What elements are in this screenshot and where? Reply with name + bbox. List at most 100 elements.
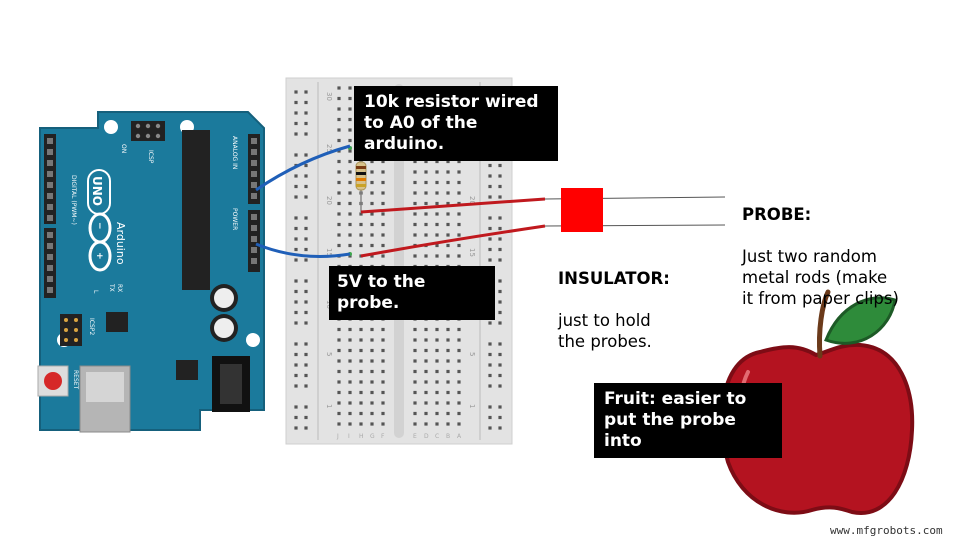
rail-hole: [294, 226, 298, 231]
breadboard-hole: [370, 212, 374, 216]
breadboard-hole: [348, 338, 352, 342]
digital-pin: [47, 265, 53, 271]
rail-hole: [488, 342, 492, 346]
breadboard-hole: [413, 180, 417, 185]
rail-hole: [498, 415, 502, 420]
rail-hole: [304, 415, 308, 420]
rail-hole: [304, 226, 308, 231]
breadboard-hole: [348, 107, 352, 111]
breadboard-hole: [348, 159, 352, 164]
breadboard-hole: [370, 411, 374, 416]
rail-hole: [498, 174, 502, 178]
breadboard-hole: [446, 327, 450, 332]
breadboard-hole: [337, 327, 341, 332]
reset-button[interactable]: [37, 365, 69, 397]
breadboard-hole: [359, 348, 363, 353]
digital-pin: [47, 232, 53, 238]
breadboard-hole: [359, 327, 363, 332]
rail-hole: [498, 363, 502, 367]
breadboard-hole: [348, 138, 352, 143]
breadboard-hole: [424, 348, 428, 353]
column-letter: A: [457, 433, 462, 440]
rail-hole: [488, 415, 492, 420]
digital-pin: [47, 204, 53, 210]
breadboard-hole: [337, 348, 341, 353]
digital-pin: [47, 160, 53, 166]
insulator-annotation: INSULATOR: just to hold the probes.: [558, 247, 718, 352]
rail-hole: [498, 258, 502, 262]
breadboard-hole: [424, 170, 428, 174]
breadboard-hole: [457, 401, 461, 405]
usb-chip: [106, 312, 128, 332]
rail-hole: [488, 226, 492, 231]
breadboard-hole: [413, 359, 417, 363]
rail-hole: [304, 426, 308, 430]
rail-hole: [304, 216, 308, 220]
breadboard-hole: [446, 369, 450, 374]
power-pin: [251, 236, 257, 242]
rail-hole: [304, 342, 308, 346]
breadboard-hole: [435, 170, 439, 174]
breadboard-hole: [381, 411, 385, 416]
capacitors: [210, 284, 238, 342]
breadboard-hole: [337, 86, 341, 90]
power-label: POWER: [231, 208, 238, 230]
breadboard-hole: [348, 233, 352, 237]
rail-hole: [498, 426, 502, 430]
breadboard-hole: [435, 338, 439, 342]
rail-hole: [488, 247, 492, 252]
breadboard-hole: [457, 390, 461, 395]
rail-hole: [304, 352, 308, 357]
rail-hole: [304, 321, 308, 325]
wire-5v-to-breadboard: [255, 242, 351, 258]
breadboard-hole: [348, 422, 352, 426]
breadboard-hole: [381, 233, 385, 237]
breadboard-hole: [337, 128, 341, 132]
insulator-block: [561, 188, 603, 232]
breadboard-hole: [337, 390, 341, 395]
breadboard-hole: [359, 243, 363, 248]
breadboard-hole: [370, 380, 374, 384]
breadboard-hole: [370, 233, 374, 237]
rail-hole: [294, 405, 298, 409]
wire-resistor-to-probe: [360, 197, 546, 214]
rail-hole: [498, 289, 502, 294]
breadboard-hole: [424, 233, 428, 237]
breadboard-hole: [424, 159, 428, 164]
digital-pin: [47, 243, 53, 249]
mounting-hole: [104, 120, 118, 134]
breadboard-hole: [370, 243, 374, 248]
rail-hole: [294, 132, 298, 136]
arduino-logo: − + UNO Arduino: [87, 169, 127, 272]
rail-hole: [304, 258, 308, 262]
breadboard-hole: [348, 348, 352, 353]
breadboard-hole: [381, 401, 385, 405]
rail-hole: [498, 321, 502, 325]
l-led-label: L: [92, 290, 99, 294]
column-letter: G: [370, 433, 375, 440]
breadboard-hole: [348, 170, 352, 174]
breadboard-hole: [359, 338, 363, 342]
digital-pin: [47, 287, 53, 293]
breadboard-hole: [381, 390, 385, 395]
breadboard-hole: [337, 180, 341, 185]
rail-hole: [294, 384, 298, 388]
rail-hole: [488, 384, 492, 388]
row-number: 15: [325, 248, 333, 257]
breadboard-hole: [424, 401, 428, 405]
rail-hole: [304, 363, 308, 367]
breadboard-hole: [413, 380, 417, 384]
breadboard-hole: [413, 222, 417, 227]
breadboard-hole: [381, 222, 385, 227]
breadboard-hole: [435, 380, 439, 384]
breadboard-hole: [435, 390, 439, 395]
column-letter: J: [336, 433, 339, 440]
breadboard-hole: [348, 243, 352, 248]
row-number: 5: [325, 352, 333, 356]
breadboard-hole: [359, 222, 363, 227]
icsp-label: ICSP: [147, 150, 154, 164]
rail-hole: [294, 216, 298, 220]
rail-hole: [488, 216, 492, 220]
breadboard-hole: [348, 390, 352, 395]
rail-hole: [488, 352, 492, 357]
